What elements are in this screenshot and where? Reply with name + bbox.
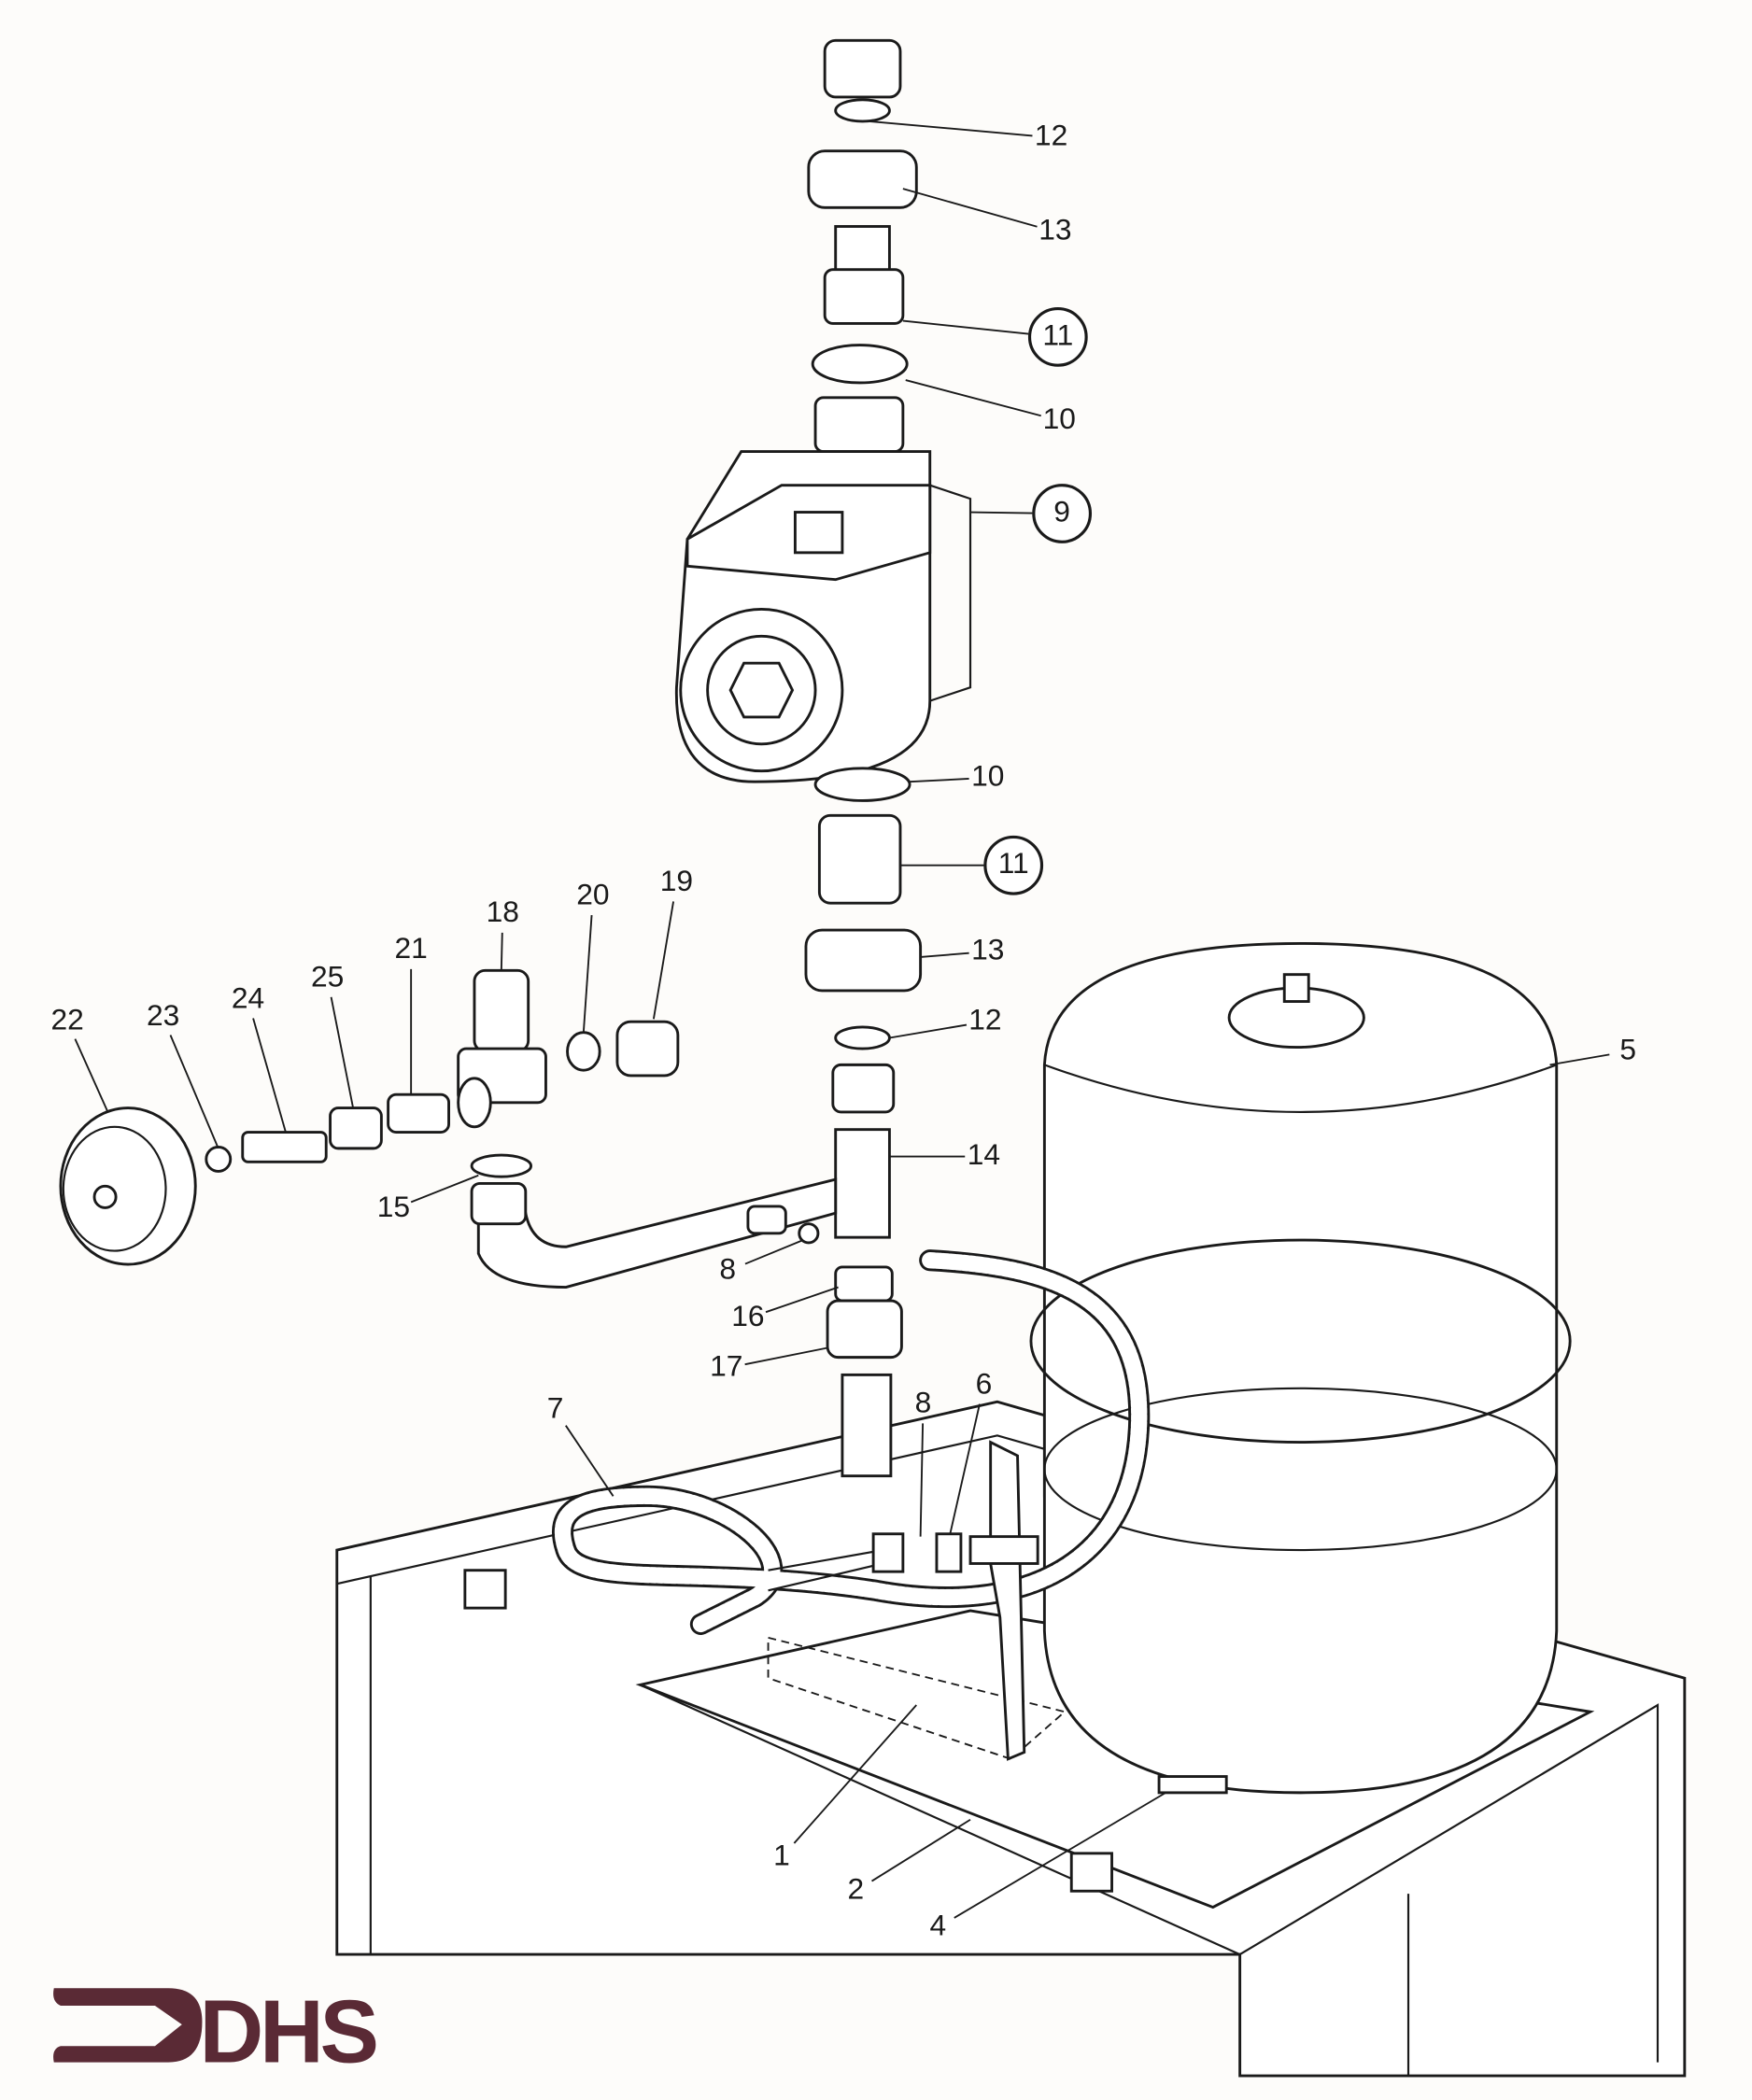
leader-line (330, 996, 355, 1108)
leader-line (902, 188, 1038, 228)
part-label-16: 16 (731, 1299, 764, 1332)
part-label-13: 13 (971, 933, 1004, 966)
leader-line (582, 915, 593, 1033)
part-label-23: 23 (147, 998, 179, 1032)
part-label-12: 12 (1035, 119, 1067, 152)
part-label-13: 13 (1038, 213, 1071, 247)
leader-line (765, 1286, 839, 1314)
part-label-17: 17 (710, 1349, 742, 1383)
part-label-22: 22 (50, 1003, 83, 1036)
leader-line (252, 1018, 287, 1133)
leader-line (652, 901, 674, 1020)
pump-stack (470, 38, 972, 1478)
leader-line (889, 1023, 968, 1039)
part-label-20: 20 (576, 877, 609, 910)
part-label-1: 1 (773, 1839, 790, 1872)
part-label-19: 19 (660, 864, 693, 897)
part-label-8: 8 (915, 1386, 932, 1419)
callout-circle (983, 835, 1044, 895)
leader-line (169, 1035, 219, 1149)
dhs-logo: DHS (53, 1983, 380, 2082)
leader-line (919, 1423, 925, 1537)
part-label-11: 11 (998, 846, 1029, 880)
leader-line (902, 319, 1029, 335)
leader-line (970, 511, 1033, 514)
leader-line (871, 1818, 971, 1882)
part-label-11: 11 (1042, 317, 1073, 351)
callout-circle (1027, 306, 1088, 367)
part-label-4: 4 (930, 1909, 947, 1942)
svg-text:DHS: DHS (200, 1983, 376, 2082)
part-label-14: 14 (968, 1137, 1000, 1171)
leader-line (793, 1704, 917, 1844)
leader-line (1549, 1053, 1610, 1066)
leader-line (869, 120, 1033, 137)
part-label-5: 5 (1619, 1032, 1636, 1065)
part-label-21: 21 (394, 931, 427, 965)
leader-line (920, 951, 969, 958)
part-label-15: 15 (377, 1190, 410, 1223)
part-label-18: 18 (487, 895, 519, 928)
part-label-2: 2 (848, 1872, 865, 1906)
part-label-12: 12 (968, 1003, 1001, 1036)
part-label-8: 8 (719, 1252, 736, 1286)
expansion-vessel (1029, 942, 1572, 1795)
part-label-24: 24 (232, 980, 264, 1014)
leader-line (949, 1403, 981, 1534)
part-label-7: 7 (547, 1390, 564, 1424)
gauge-assembly (59, 968, 680, 1266)
part-label-25: 25 (311, 959, 344, 993)
callout-circle (1032, 484, 1093, 543)
part-label-9: 9 (1053, 494, 1070, 528)
leader-line (744, 1346, 828, 1366)
leader-line (410, 1174, 479, 1204)
part-label-10: 10 (971, 758, 1004, 792)
part-label-6: 6 (976, 1366, 993, 1400)
leader-line (905, 379, 1041, 417)
leader-line (744, 1239, 804, 1265)
leader-line (954, 1792, 1166, 1919)
leader-line (565, 1425, 615, 1497)
leader-line (910, 778, 969, 783)
leader-lines (74, 120, 1610, 1919)
part-label-10: 10 (1043, 402, 1076, 435)
leader-line (74, 1038, 109, 1113)
